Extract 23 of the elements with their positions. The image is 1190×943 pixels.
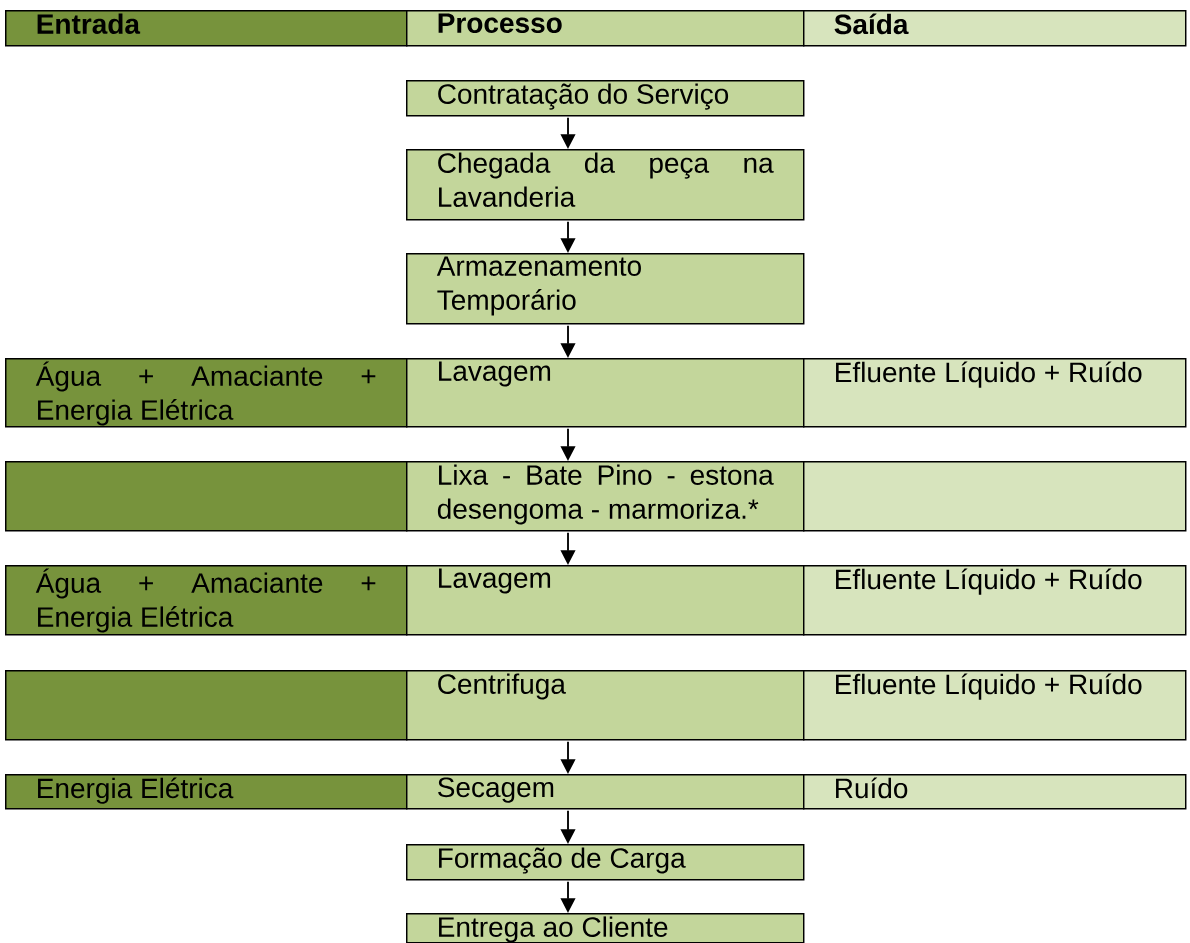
input-box: Energia Elétrica xyxy=(5,774,408,810)
output-box xyxy=(803,461,1187,532)
column-header: Entrada xyxy=(5,10,408,47)
process-box: Armazenamento Temporário xyxy=(406,253,805,325)
process-box: Centrifuga xyxy=(406,670,805,741)
process-box: Chegada da peça na Lavanderia xyxy=(406,149,805,221)
output-box: Efluente Líquido + Ruído xyxy=(803,670,1187,741)
process-box: Entrega ao Cliente xyxy=(406,913,805,943)
column-header: Saída xyxy=(803,10,1187,47)
input-box xyxy=(5,461,408,532)
process-box: Lavagem xyxy=(406,565,805,636)
output-box: Efluente Líquido + Ruído xyxy=(803,565,1187,636)
process-box: Lavagem xyxy=(406,358,805,428)
process-box: Lixa - Bate Pino - estona desengoma - marmoriza.* xyxy=(406,461,805,532)
input-box: Água + Amaciante + Energia Elétrica xyxy=(5,565,408,636)
process-box: Secagem xyxy=(406,774,805,810)
process-box: Contratação do Serviço xyxy=(406,80,805,117)
output-box: Ruído xyxy=(803,774,1187,810)
column-header: Processo xyxy=(406,10,805,47)
output-box: Efluente Líquido + Ruído xyxy=(803,358,1187,428)
process-box: Formação de Carga xyxy=(406,844,805,881)
input-box xyxy=(5,670,408,741)
input-box: Água + Amaciante + Energia Elétrica xyxy=(5,358,408,428)
